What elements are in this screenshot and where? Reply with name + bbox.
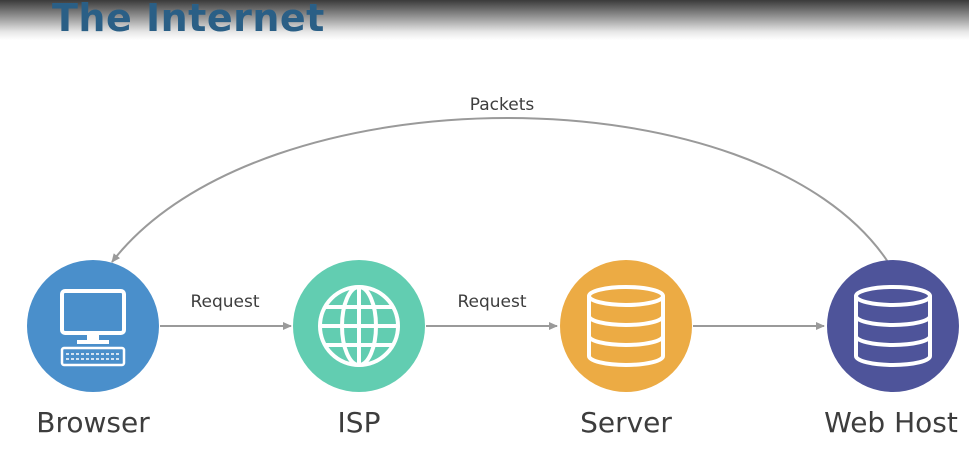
edge-label-request-1: Request <box>190 292 260 312</box>
edge-webhost-browser <box>111 117 889 263</box>
database-icon <box>587 285 665 367</box>
node-browser <box>27 260 159 392</box>
computer-icon <box>60 289 126 367</box>
database-icon <box>854 285 932 367</box>
node-web-host <box>827 260 959 392</box>
edge-label-packets: Packets <box>469 95 535 115</box>
node-label-web-host: Web Host <box>824 406 958 439</box>
node-isp <box>293 260 425 392</box>
globe-icon <box>318 285 400 367</box>
page-title: The Internet <box>52 0 325 40</box>
node-label-server: Server <box>580 406 672 439</box>
node-server <box>560 260 692 392</box>
edge-label-request-2: Request <box>457 292 527 312</box>
node-label-browser: Browser <box>36 406 150 439</box>
header-bar <box>0 0 969 40</box>
node-label-isp: ISP <box>337 406 381 439</box>
